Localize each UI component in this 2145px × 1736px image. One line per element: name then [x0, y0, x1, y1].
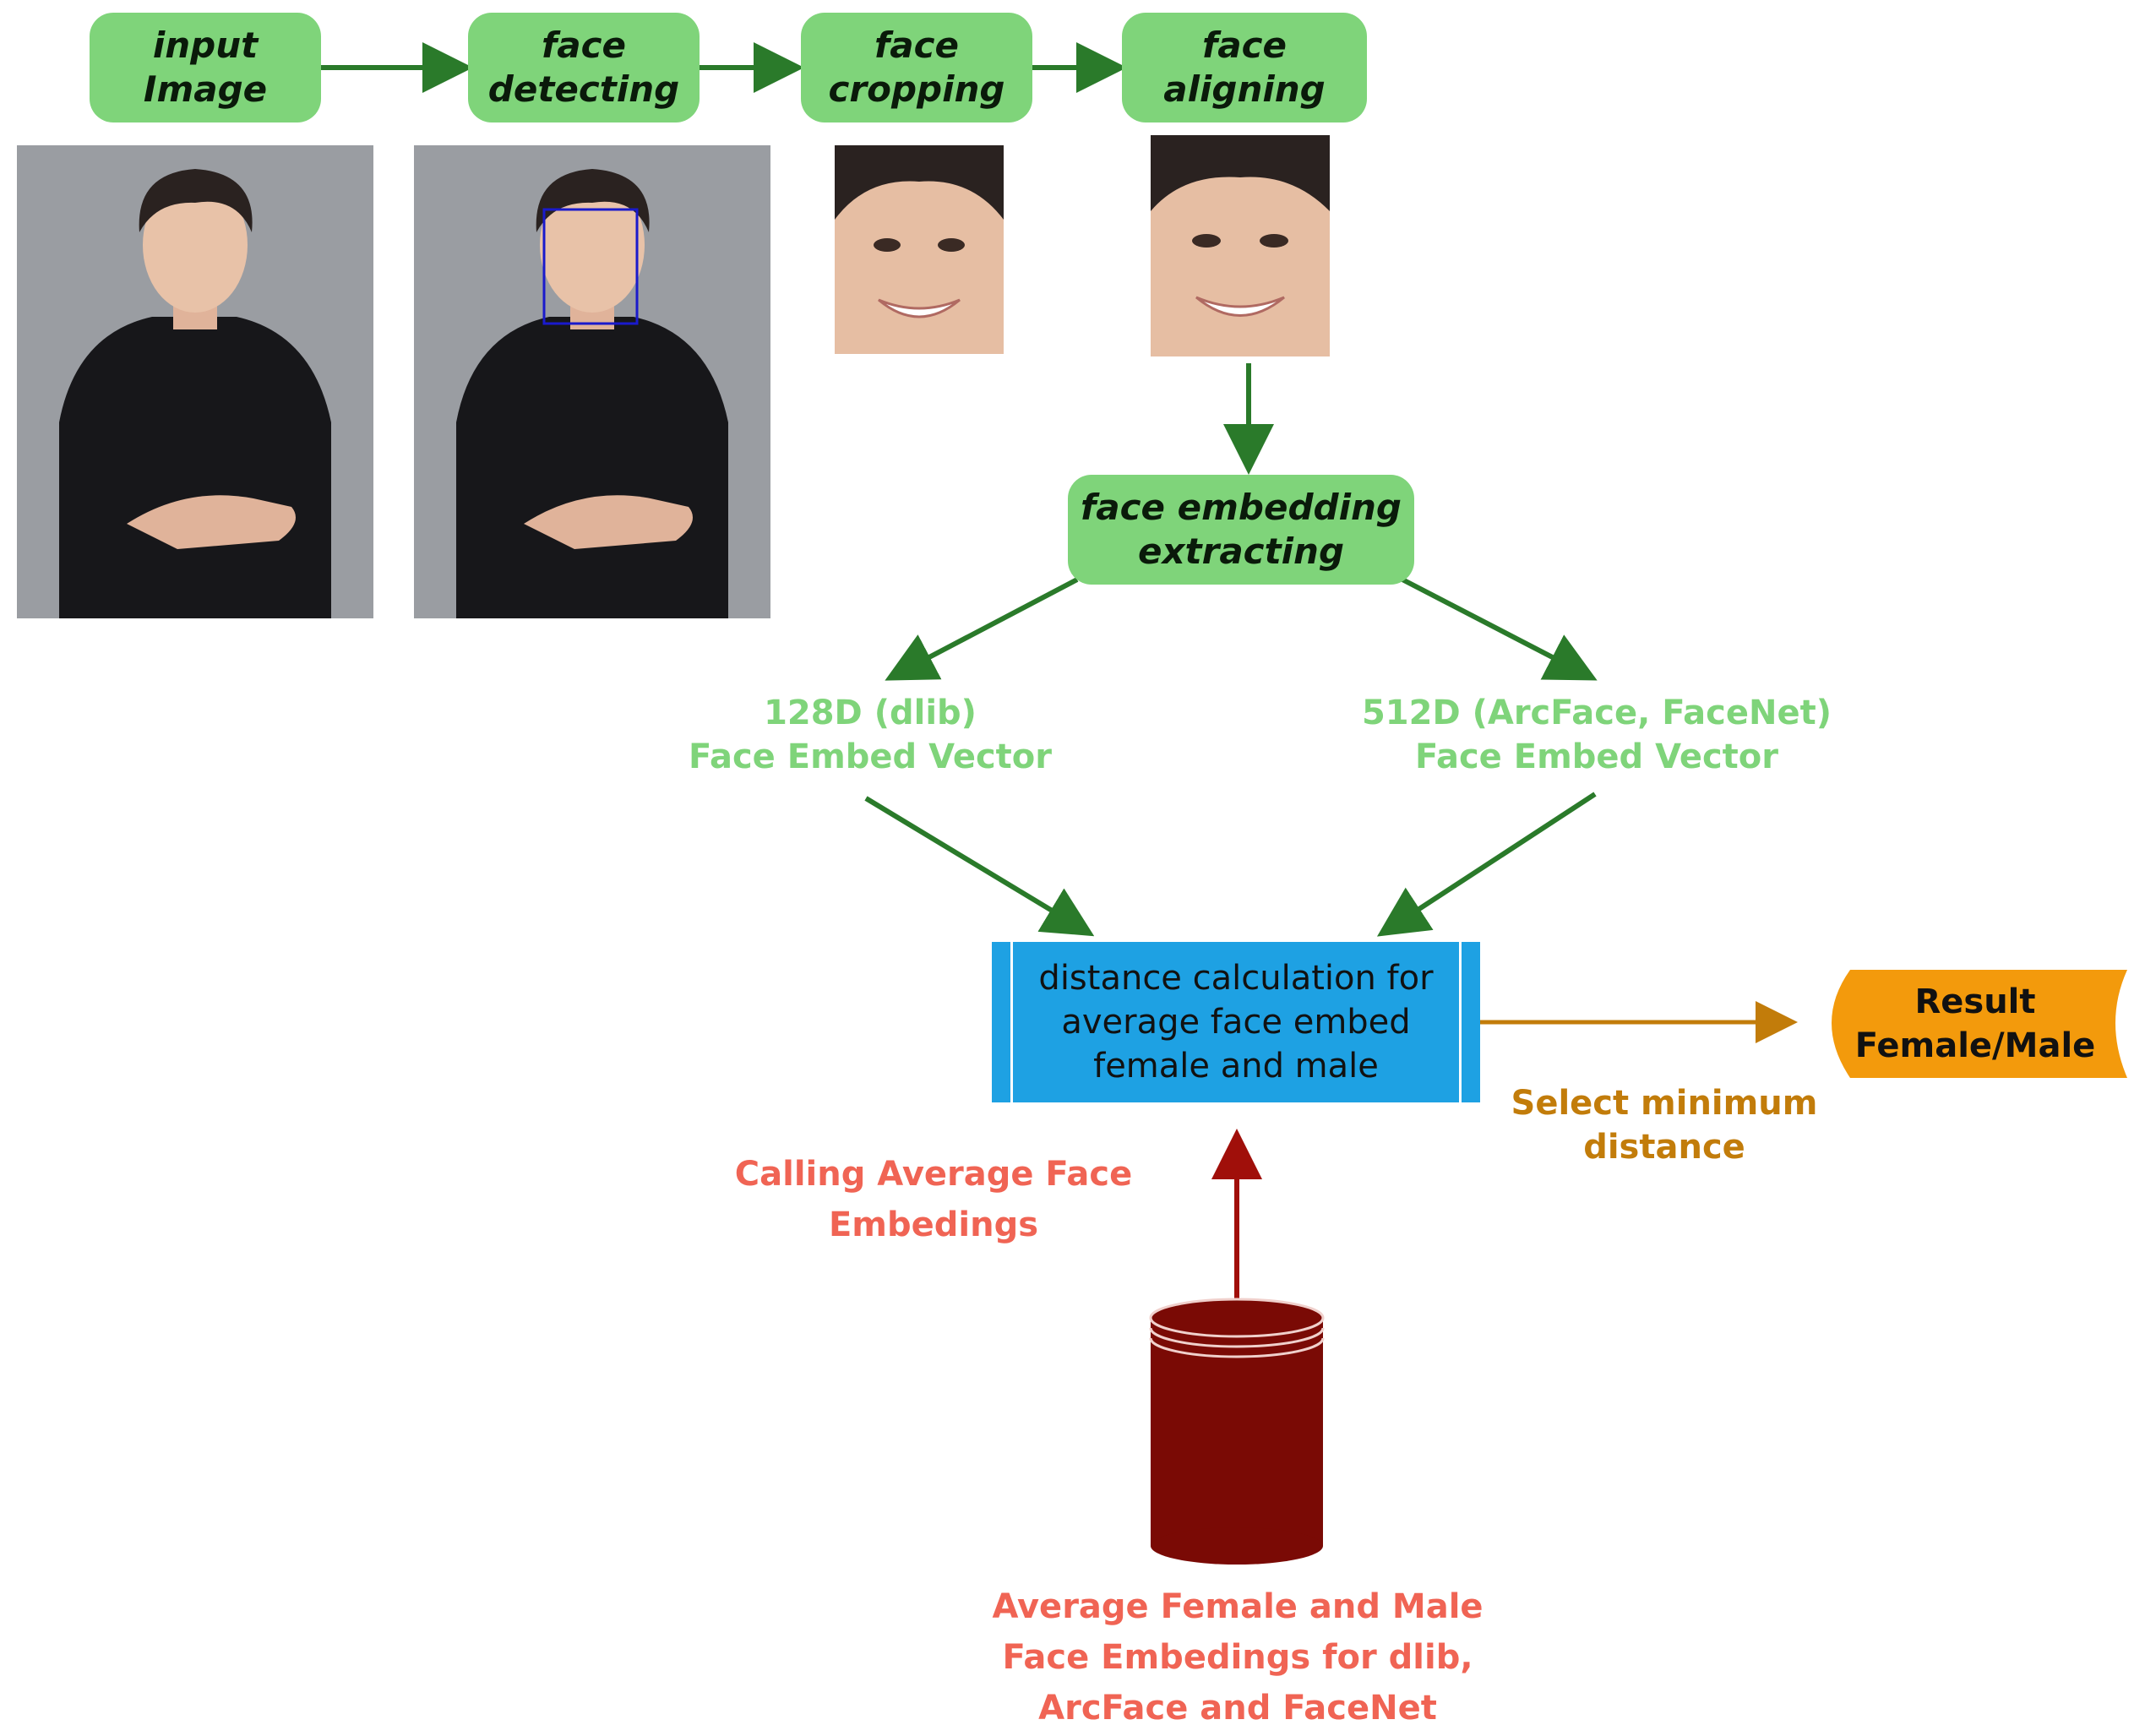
database-line-3: ArcFace and FaceNet — [1038, 1689, 1437, 1728]
face-cropping-box: face cropping — [801, 13, 1032, 122]
face-cropping-line-1: face — [874, 24, 959, 66]
calling-line-1: Calling Average Face — [734, 1155, 1133, 1194]
process-line-1: distance calculation for — [1038, 959, 1434, 998]
person-photo-input — [17, 145, 373, 618]
dlib-vector-label: 128D (dlib) Face Embed Vector — [667, 691, 1073, 779]
face-aligning-line-1: face — [1202, 24, 1287, 66]
face-embedding-line-2: extracting — [1137, 531, 1345, 572]
person-photo-aligned — [1151, 135, 1330, 356]
result-box: Result Female/Male — [1832, 970, 2119, 1078]
arrow-embedding-to-dlib — [885, 577, 1079, 681]
calling-average-label: Calling Average Face Embedings — [727, 1149, 1141, 1250]
database-line-1: Average Female and Male — [992, 1587, 1484, 1626]
face-cropping-line-2: cropping — [828, 68, 1005, 110]
arrow-arcface-to-process — [1376, 792, 1597, 937]
process-line-2: average face embed — [1061, 1003, 1411, 1042]
cylinder-database-icon — [1149, 1298, 1325, 1565]
select-line-2: distance — [1583, 1128, 1745, 1167]
face-detecting-box: face detecting — [468, 13, 700, 122]
face-detecting-line-1: face — [542, 24, 626, 66]
result-tag-shape — [1832, 970, 2127, 1078]
person-photo-cropped — [835, 145, 1004, 354]
process-bar-right — [1459, 942, 1462, 1102]
face-detecting-line-2: detecting — [487, 68, 680, 110]
face-detection-box — [542, 208, 639, 325]
input-image-box: input Image — [90, 13, 321, 122]
arrow-embedding-to-arcface — [1401, 577, 1598, 681]
database-line-2: Face Embedings for dlib, — [1002, 1638, 1473, 1677]
face-aligning-box: face aligning — [1122, 13, 1367, 122]
face-aligning-line-2: aligning — [1163, 68, 1326, 110]
face-embedding-line-1: face embedding — [1081, 487, 1402, 528]
process-line-3: female and male — [1093, 1047, 1379, 1086]
face-embedding-box: face embedding extracting — [1068, 475, 1414, 585]
result-line-1: Result — [1914, 982, 2036, 1021]
select-minimum-label: Select minimum distance — [1487, 1081, 1842, 1169]
dlib-vector-line-1: 128D (dlib) — [764, 694, 977, 732]
arcface-vector-label: 512D (ArcFace, FaceNet) Face Embed Vecto… — [1352, 691, 1842, 779]
calling-line-2: Embedings — [828, 1205, 1039, 1244]
database-label: Average Female and Male Face Embedings f… — [955, 1581, 1521, 1733]
result-line-2: Female/Male — [1854, 1026, 2096, 1065]
dlib-vector-line-2: Face Embed Vector — [689, 737, 1052, 776]
arcface-vector-line-1: 512D (ArcFace, FaceNet) — [1361, 694, 1832, 732]
process-bar-left — [1010, 942, 1013, 1102]
arcface-vector-line-2: Face Embed Vector — [1415, 737, 1778, 776]
input-image-label: input Image — [143, 24, 268, 110]
select-line-1: Select minimum — [1511, 1084, 1818, 1123]
person-photo-detected — [414, 145, 770, 618]
arrow-dlib-to-process — [864, 796, 1095, 937]
distance-calculation-box: distance calculation for average face em… — [992, 942, 1480, 1102]
